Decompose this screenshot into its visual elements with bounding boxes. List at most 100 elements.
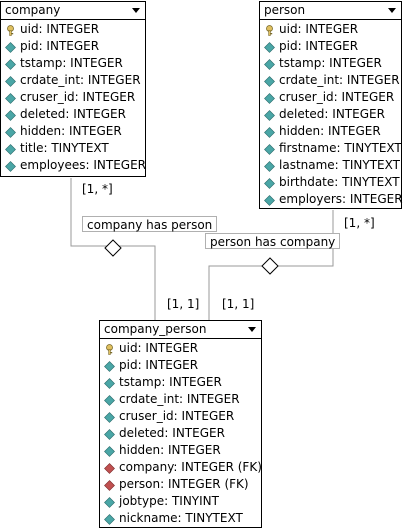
field-list: uid: INTEGER pid: INTEGER tstamp: INTEGER c… xyxy=(1,20,146,174)
field-label: employers: INTEGER xyxy=(279,192,403,206)
field-row[interactable]: deleted: INTEGER xyxy=(260,106,401,123)
entity-title: person xyxy=(264,3,306,17)
field-icon xyxy=(104,377,115,389)
field-row[interactable]: employers: INTEGER xyxy=(260,191,403,208)
field-icon xyxy=(5,41,16,53)
dropdown-arrow-icon[interactable] xyxy=(132,8,140,13)
field-icon xyxy=(264,126,275,138)
field-icon xyxy=(104,496,115,508)
field-label: pid: INTEGER xyxy=(119,358,199,372)
field-row[interactable]: hidden: INTEGER xyxy=(100,442,261,459)
cardinality-company-child: [1, 1] xyxy=(167,297,200,311)
entity-title: company xyxy=(5,3,61,17)
field-icon xyxy=(104,445,115,457)
dropdown-arrow-icon[interactable] xyxy=(248,327,256,332)
field-icon xyxy=(264,143,275,155)
field-label: cruser_id: INTEGER xyxy=(20,90,136,104)
entity-person[interactable]: person uid: INTEGER pid: INTEGER tstamp: I… xyxy=(259,1,403,209)
field-row[interactable]: person: INTEGER (FK) xyxy=(100,476,261,493)
field-icon xyxy=(5,109,16,121)
field-row[interactable]: tstamp: INTEGER xyxy=(1,55,145,72)
field-label: hidden: INTEGER xyxy=(20,124,122,138)
field-label: hidden: INTEGER xyxy=(119,443,221,457)
field-row[interactable]: birthdate: TINYTEXT xyxy=(260,174,401,191)
field-label: nickname: TINYTEXT xyxy=(119,511,243,525)
field-label: deleted: INTEGER xyxy=(279,107,385,121)
entity-title: company_person xyxy=(104,322,207,336)
field-row[interactable]: cruser_id: INTEGER xyxy=(260,89,401,106)
field-label: uid: INTEGER xyxy=(279,22,359,36)
relationship-label-company-has-person[interactable]: company has person xyxy=(82,216,218,232)
field-row[interactable]: title: TINYTEXT xyxy=(1,140,145,157)
field-row[interactable]: company: INTEGER (FK) xyxy=(100,459,262,476)
field-row[interactable]: pid: INTEGER xyxy=(100,357,261,374)
field-row[interactable]: deleted: INTEGER xyxy=(1,106,145,123)
cardinality-person-parent: [1, *] xyxy=(344,216,375,230)
cardinality-person-child: [1, 1] xyxy=(222,297,255,311)
field-row[interactable]: uid: INTEGER xyxy=(100,340,261,357)
field-row[interactable]: crdate_int: INTEGER xyxy=(100,391,261,408)
entity-header[interactable]: company xyxy=(1,2,145,20)
field-label: deleted: INTEGER xyxy=(119,426,225,440)
field-row[interactable]: tstamp: INTEGER xyxy=(260,55,401,72)
relationship-diamond-person-has-company[interactable] xyxy=(261,257,279,275)
field-icon xyxy=(104,411,115,423)
field-icon xyxy=(5,58,16,70)
field-label: employees: INTEGER xyxy=(20,158,146,172)
field-label: tstamp: INTEGER xyxy=(279,56,382,70)
field-row[interactable]: uid: INTEGER xyxy=(260,21,401,38)
field-icon xyxy=(5,126,16,138)
field-row[interactable]: deleted: INTEGER xyxy=(100,425,261,442)
field-row[interactable]: hidden: INTEGER xyxy=(1,123,145,140)
entity-company[interactable]: company uid: INTEGER pid: INTEGER tstamp: … xyxy=(0,1,146,177)
field-icon xyxy=(264,160,275,172)
field-row[interactable]: employees: INTEGER xyxy=(1,157,146,174)
field-label: uid: INTEGER xyxy=(20,22,100,36)
field-row[interactable]: pid: INTEGER xyxy=(260,38,401,55)
field-row[interactable]: uid: INTEGER xyxy=(1,21,145,38)
cardinality-company-parent: [1, *] xyxy=(82,182,113,196)
relationship-diamond-company-has-person[interactable] xyxy=(104,239,122,257)
field-label: title: TINYTEXT xyxy=(20,141,109,155)
field-row[interactable]: nickname: TINYTEXT xyxy=(100,510,261,527)
field-row[interactable]: pid: INTEGER xyxy=(1,38,145,55)
field-icon xyxy=(264,92,275,104)
field-row[interactable]: tstamp: INTEGER xyxy=(100,374,261,391)
field-label: pid: INTEGER xyxy=(20,39,100,53)
field-icon xyxy=(5,75,16,87)
field-label: cruser_id: INTEGER xyxy=(119,409,235,423)
relationship-label-person-has-company[interactable]: person has company xyxy=(205,233,341,249)
field-icon xyxy=(104,513,115,525)
field-row[interactable]: cruser_id: INTEGER xyxy=(100,408,261,425)
field-icon xyxy=(264,75,275,87)
field-icon xyxy=(264,109,275,121)
field-row[interactable]: hidden: INTEGER xyxy=(260,123,401,140)
field-row[interactable]: firstname: TINYTEXT xyxy=(260,140,402,157)
entity-header[interactable]: person xyxy=(260,2,401,20)
field-row[interactable]: jobtype: TINYINT xyxy=(100,493,261,510)
field-label: tstamp: INTEGER xyxy=(20,56,123,70)
field-label: hidden: INTEGER xyxy=(279,124,381,138)
field-icon xyxy=(264,41,275,53)
dropdown-arrow-icon[interactable] xyxy=(388,8,396,13)
field-row[interactable]: crdate_int: INTEGER xyxy=(1,72,145,89)
field-label: company: INTEGER (FK) xyxy=(119,460,262,474)
field-row[interactable]: cruser_id: INTEGER xyxy=(1,89,145,106)
field-row[interactable]: lastname: TINYTEXT xyxy=(260,157,401,174)
field-icon xyxy=(5,92,16,104)
field-label: crdate_int: INTEGER xyxy=(279,73,400,87)
entity-company-person[interactable]: company_person uid: INTEGER pid: INTEGER t… xyxy=(99,320,262,528)
entity-header[interactable]: company_person xyxy=(100,321,261,339)
field-icon xyxy=(264,177,275,189)
field-icon xyxy=(104,394,115,406)
field-row[interactable]: crdate_int: INTEGER xyxy=(260,72,401,89)
field-icon xyxy=(104,360,115,372)
field-label: person: INTEGER (FK) xyxy=(119,477,249,491)
field-label: firstname: TINYTEXT xyxy=(279,141,402,155)
field-label: pid: INTEGER xyxy=(279,39,359,53)
field-label: lastname: TINYTEXT xyxy=(279,158,400,172)
field-icon xyxy=(264,194,275,206)
key-icon xyxy=(5,24,16,36)
field-label: uid: INTEGER xyxy=(119,341,199,355)
